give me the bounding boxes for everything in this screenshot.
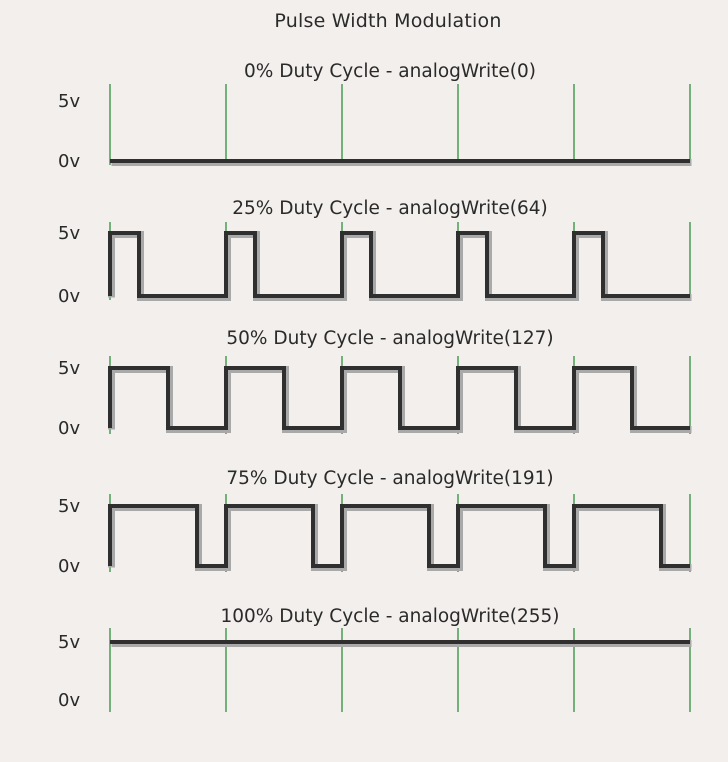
label-0v: 0v — [58, 690, 80, 711]
panel-title: 75% Duty Cycle - analogWrite(191) — [226, 468, 553, 489]
pwm-panel-3: 75% Duty Cycle - analogWrite(191) 5v 0v — [58, 468, 692, 577]
panel-title: 0% Duty Cycle - analogWrite(0) — [244, 61, 536, 82]
pwm-panel-1: 25% Duty Cycle - analogWrite(64) 5v 0v — [58, 198, 692, 307]
pwm-waveform — [108, 231, 690, 298]
pwm-waveform — [108, 366, 690, 430]
label-5v: 5v — [58, 223, 80, 244]
panel-title: 100% Duty Cycle - analogWrite(255) — [220, 606, 559, 627]
label-0v: 0v — [58, 556, 80, 577]
label-5v: 5v — [58, 91, 80, 112]
pwm-panel-2: 50% Duty Cycle - analogWrite(127) 5v 0v — [58, 328, 692, 439]
label-0v: 0v — [58, 418, 80, 439]
panel-title: 25% Duty Cycle - analogWrite(64) — [232, 198, 547, 219]
label-0v: 0v — [58, 286, 80, 307]
pwm-waveform — [108, 504, 690, 568]
label-5v: 5v — [58, 358, 80, 379]
label-5v: 5v — [58, 496, 80, 517]
label-5v: 5v — [58, 632, 80, 653]
pwm-panel-0: 0% Duty Cycle - analogWrite(0) 5v 0v — [58, 61, 692, 172]
panel-title: 50% Duty Cycle - analogWrite(127) — [226, 328, 553, 349]
label-0v: 0v — [58, 151, 80, 172]
figure-title: Pulse Width Modulation — [274, 10, 502, 32]
pwm-panel-4: 100% Duty Cycle - analogWrite(255) 5v 0v — [58, 606, 692, 712]
